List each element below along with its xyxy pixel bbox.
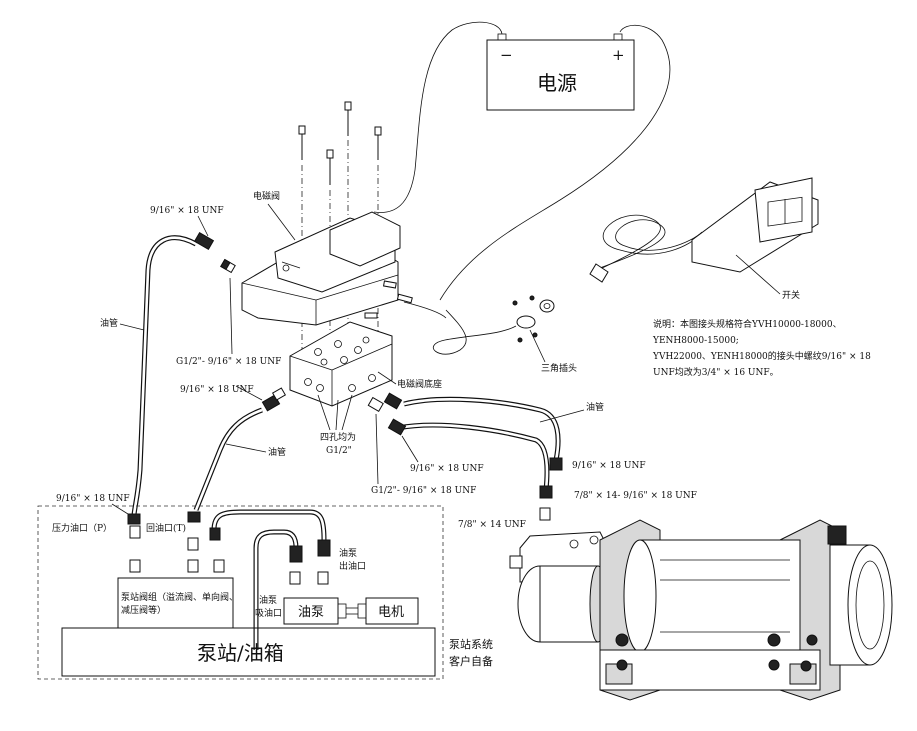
spec-bottom-left: 9/16" × 18 UNF xyxy=(56,494,130,504)
customer-supplied-boundary xyxy=(37,505,444,680)
pump-suction-label-2: 吸油口 xyxy=(255,607,282,619)
switch-label: 开关 xyxy=(782,289,800,301)
triangle-plug-label: 三角插头 xyxy=(541,362,577,374)
spec-valve-left: G1/2"- 9/16" × 18 UNF xyxy=(176,357,281,367)
hose-station xyxy=(211,509,327,650)
hose-right xyxy=(397,396,561,491)
mounting-bolts xyxy=(298,101,382,185)
loose-fittings xyxy=(364,280,413,319)
oil-pipe-right-label: 油管 xyxy=(586,401,604,413)
oil-pipe-mid-label: 油管 xyxy=(268,446,286,458)
pump-outlet-label-2: 出油口 xyxy=(339,560,366,572)
spec-note: 说明：本图接头规格符合YVH10000-18000、 YENH8000-1500… xyxy=(652,318,871,378)
spec-winch-port: 7/8" × 14 UNF xyxy=(458,520,526,530)
return-port-label: 回油口(T) xyxy=(146,522,186,534)
pump-valve-group-label-1: 泵站阀组（溢流阀、单向阀、 xyxy=(121,591,238,603)
four-holes-label-2: G1/2" xyxy=(326,446,352,456)
oil-pipe-left-label: 油管 xyxy=(100,317,118,329)
motor-label: 电机 xyxy=(378,605,404,620)
station-tank-label: 泵站/油箱 xyxy=(197,641,284,665)
power-supply: − + 电源 xyxy=(486,33,635,111)
spec-base-right: 9/16" × 18 UNF xyxy=(410,464,484,474)
triangle-plug: 三角插头 xyxy=(403,295,577,374)
power-wire-negative xyxy=(373,21,503,213)
customer-supplied-label-1: 泵站系统 xyxy=(449,637,493,651)
power-label: 电源 xyxy=(537,71,577,95)
note-line-2: YENH8000-15000; xyxy=(652,336,739,346)
pump-label: 油泵 xyxy=(298,605,324,620)
note-line-3: YVH22000、YENH18000的接头中螺纹9/16" × 18 xyxy=(652,350,871,362)
station-tank-box xyxy=(61,627,436,677)
hose-left xyxy=(131,235,198,516)
pendant-switch: 开关 xyxy=(589,177,819,301)
power-wire-positive xyxy=(439,24,671,301)
spec-winch-adapter: 7/8" × 14- 9/16" × 18 UNF xyxy=(574,491,697,501)
hose-middle xyxy=(193,407,263,511)
pump-valve-group-box xyxy=(117,577,234,629)
note-line-1: 说明：本图接头规格符合YVH10000-18000、 xyxy=(653,318,842,330)
solenoid-base-label: 电磁阀底座 xyxy=(397,378,442,390)
pump-station: 压力油口（P） 回油口(T) 泵站阀组（溢流阀、单向阀、 减压阀等） 油泵 吸油… xyxy=(37,505,493,680)
solenoid-valve-base: 电磁阀底座 四孔均为 G1/2" xyxy=(289,321,442,456)
pump-valve-group-label-2: 减压阀等） xyxy=(121,604,166,616)
customer-supplied-label-2: 客户自备 xyxy=(449,654,493,668)
spec-mid-left: 9/16" × 18 UNF xyxy=(180,385,254,395)
solenoid-valve-label: 电磁阀 xyxy=(253,190,280,202)
hydraulic-winch xyxy=(509,519,893,701)
power-minus-sign: − xyxy=(500,46,513,64)
pressure-port-label: 压力油口（P） xyxy=(52,522,112,534)
spec-top-left: 9/16" × 18 UNF xyxy=(150,206,224,216)
fittings xyxy=(127,231,563,585)
spec-base-bottom: G1/2"- 9/16" × 18 UNF xyxy=(371,486,476,496)
motor-box xyxy=(365,597,419,625)
spec-winch-right: 9/16" × 18 UNF xyxy=(572,461,646,471)
pump-suction-label-1: 油泵 xyxy=(259,594,277,606)
note-line-4: UNF均改为3/4" × 16 UNF。 xyxy=(653,366,779,378)
pump-outlet-label-1: 油泵 xyxy=(339,547,357,559)
power-plus-sign: + xyxy=(612,46,625,64)
four-holes-label-1: 四孔均为 xyxy=(320,431,356,443)
